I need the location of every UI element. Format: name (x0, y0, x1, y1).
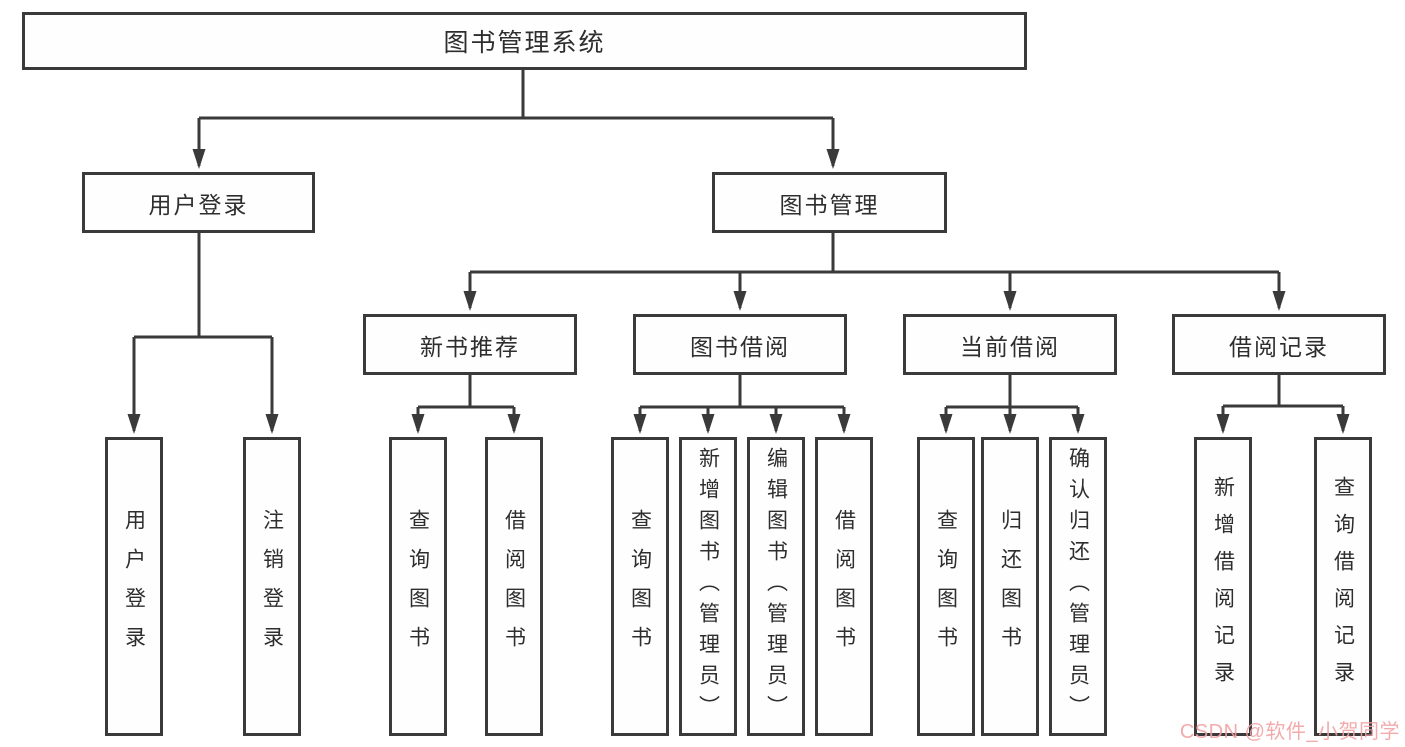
node-book-management: 图书管理 (712, 172, 947, 233)
leaf-borrow-edit-books-admin-label: 编辑图书（管理员） (764, 447, 788, 726)
leaf-borrow-query-books: 查询图书 (611, 437, 669, 736)
connector-root-to-level2 (192, 70, 840, 169)
leaf-borrow-borrow-books-label: 借阅图书 (832, 508, 856, 665)
node-root-label: 图书管理系统 (443, 29, 606, 57)
node-user-login-label: 用户登录 (148, 191, 249, 218)
node-user-login: 用户登录 (82, 172, 315, 233)
leaf-logout-label: 注销登录 (260, 508, 284, 665)
connector-book-borrowing-children (633, 375, 851, 434)
node-borrowing-records: 借阅记录 (1172, 314, 1386, 375)
leaf-borrow-edit-books-admin: 编辑图书（管理员） (747, 437, 805, 736)
connector-borrowing-records-children (1216, 375, 1350, 434)
node-borrowing-records-label: 借阅记录 (1229, 333, 1329, 360)
node-book-borrowing-label: 图书借阅 (690, 333, 790, 360)
leaf-current-query-books: 查询图书 (917, 437, 975, 736)
leaf-recommend-query-books: 查询图书 (389, 437, 447, 736)
leaf-current-confirm-return-admin: 确认归还（管理员） (1049, 437, 1107, 736)
connector-book-management-children (463, 233, 1286, 311)
leaf-current-confirm-return-admin-label: 确认归还（管理员） (1066, 447, 1090, 726)
leaf-borrow-borrow-books: 借阅图书 (815, 437, 873, 736)
node-root: 图书管理系统 (22, 12, 1027, 70)
leaf-records-add-record: 新增借阅记录 (1194, 437, 1252, 736)
node-new-book-recommendation-label: 新书推荐 (420, 333, 520, 360)
watermark: CSDN @软件_小贺同学 (1179, 721, 1400, 743)
connector-current-borrowing-children (939, 375, 1085, 434)
leaf-records-add-record-label: 新增借阅记录 (1211, 475, 1235, 698)
leaf-records-query-record-label: 查询借阅记录 (1331, 475, 1355, 698)
leaf-records-query-record: 查询借阅记录 (1314, 437, 1372, 736)
node-new-book-recommendation: 新书推荐 (363, 314, 577, 375)
leaf-recommend-borrow-books-label: 借阅图书 (502, 508, 526, 665)
connector-new-book-recommendation-children (411, 375, 521, 434)
leaf-current-return-books: 归还图书 (981, 437, 1039, 736)
connector-user-login-children (127, 233, 279, 434)
node-current-borrowing-label: 当前借阅 (960, 333, 1060, 360)
leaf-recommend-query-books-label: 查询图书 (406, 508, 430, 665)
leaf-recommend-borrow-books: 借阅图书 (485, 437, 543, 736)
leaf-borrow-query-books-label: 查询图书 (628, 508, 652, 665)
leaf-borrow-add-books-admin: 新增图书（管理员） (679, 437, 737, 736)
leaf-borrow-add-books-admin-label: 新增图书（管理员） (696, 447, 720, 726)
leaf-current-query-books-label: 查询图书 (934, 508, 958, 665)
leaf-user-login: 用户登录 (105, 437, 163, 736)
node-book-management-label: 图书管理 (779, 191, 880, 218)
node-book-borrowing: 图书借阅 (633, 314, 847, 375)
leaf-current-return-books-label: 归还图书 (998, 508, 1022, 665)
leaf-logout: 注销登录 (243, 437, 301, 736)
leaf-user-login-label: 用户登录 (122, 508, 146, 665)
node-current-borrowing: 当前借阅 (903, 314, 1117, 375)
